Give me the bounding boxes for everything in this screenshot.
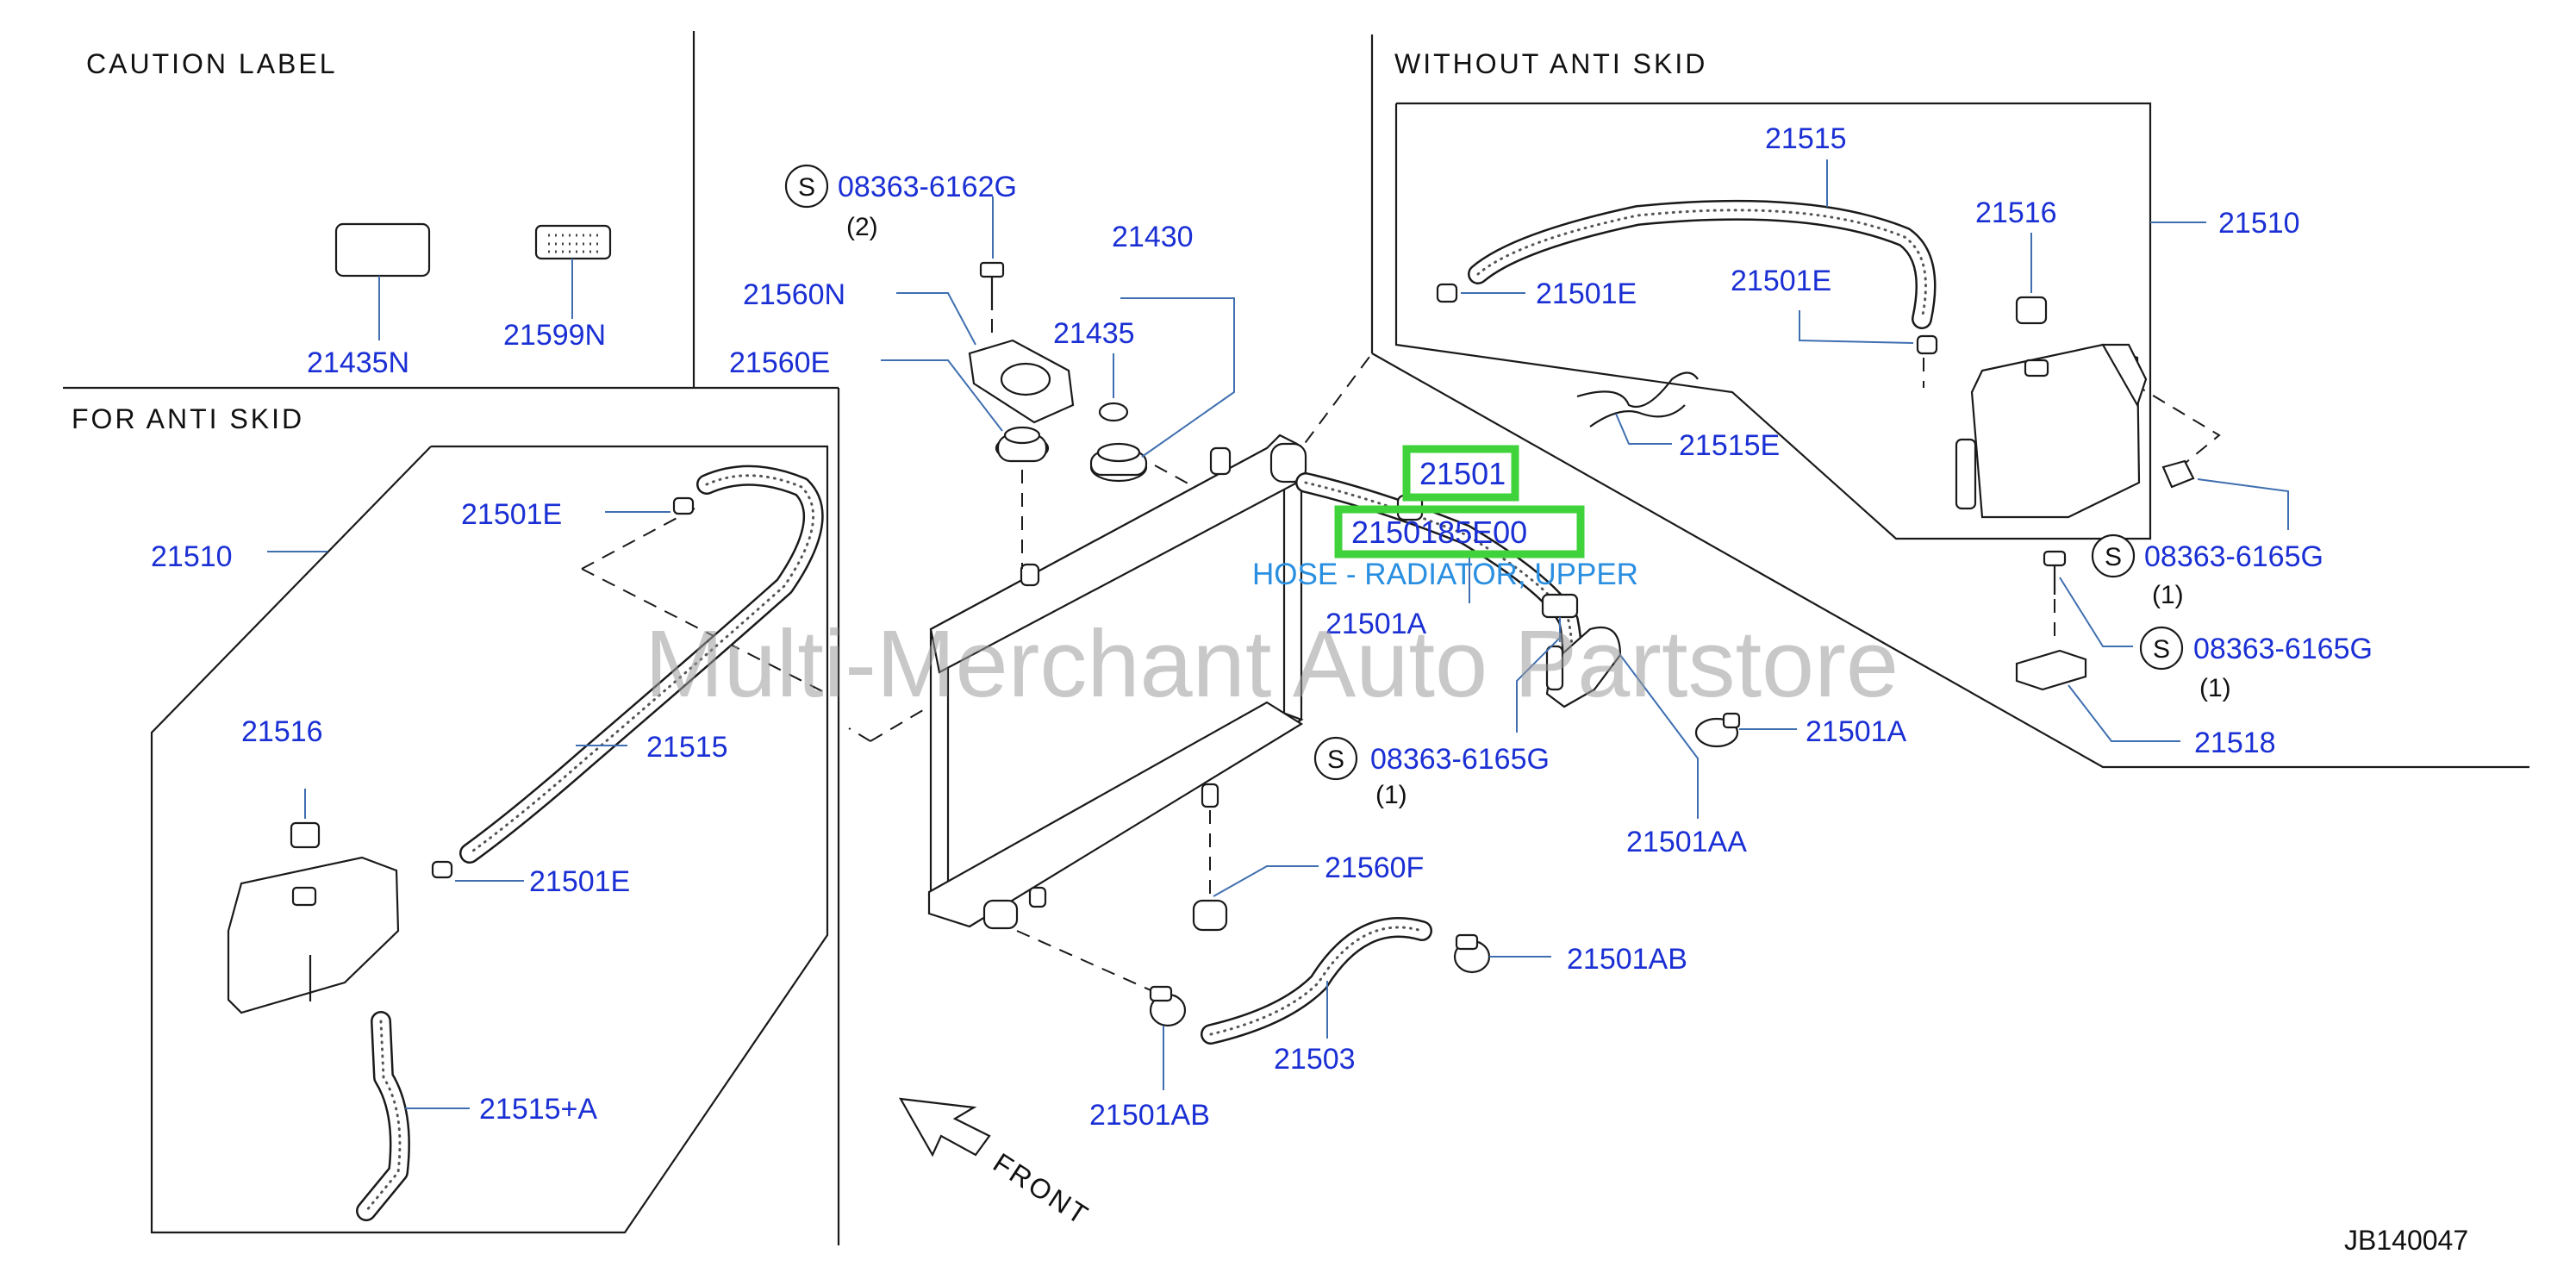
callout-21503: 21503 xyxy=(1274,1043,1356,1076)
diagram-reference: JB140047 xyxy=(2344,1225,2468,1256)
grommet-21560e xyxy=(995,426,1050,569)
front-label: FRONT xyxy=(988,1147,1095,1232)
callout-21501ab-right: 21501AB xyxy=(1567,943,1687,976)
screw-symbol-circle-right2 xyxy=(2139,626,2184,671)
lower-radiator-hose-21503 xyxy=(1016,917,1432,1045)
clamp-21501a-right xyxy=(1694,712,1741,748)
radiator-bottom-tank xyxy=(927,701,1304,928)
callout-21560f: 21560F xyxy=(1325,852,1424,884)
section-label-for-anti-skid: FOR ANTI SKID xyxy=(72,403,304,434)
callout-21515-left: 21515 xyxy=(646,731,728,764)
for-anti-skid-panel xyxy=(150,445,829,1234)
callout-21560e: 21560E xyxy=(729,346,830,379)
screw-symbol-s-1: S xyxy=(798,173,815,202)
highlight-box-part-number xyxy=(1402,445,1519,502)
callout-21516-right: 21516 xyxy=(1975,197,2057,229)
callout-21435n: 21435N xyxy=(307,346,409,379)
callout-08363-6165g-right1: 08363-6165G xyxy=(2144,540,2323,573)
callout-21560n: 21560N xyxy=(743,278,845,311)
grommet-21560f xyxy=(1192,810,1228,932)
screw-symbol-circle-right1 xyxy=(2091,533,2136,578)
callout-21501aa: 21501AA xyxy=(1626,826,1747,858)
clamp-21501ab-bottom xyxy=(1149,985,1187,1027)
clamp-21501e-left-top xyxy=(672,496,695,515)
callout-21501a-upper: 21501A xyxy=(1325,608,1427,640)
clamp-21501e-left-bottom xyxy=(431,860,453,879)
callout-21501e-left-bottom: 21501E xyxy=(529,865,630,898)
callout-21501ab-bottom: 21501AB xyxy=(1089,1099,1210,1132)
radiator-cap-21430 xyxy=(1089,402,1148,483)
screw-symbol-s-4: S xyxy=(2153,635,2170,664)
hose-21515-left xyxy=(459,465,824,864)
caution-label-21435n-shape xyxy=(334,222,431,278)
qty-08363-6165g-right2: (1) xyxy=(2199,674,2231,702)
front-arrow xyxy=(898,1097,991,1157)
hose-21515-right xyxy=(1468,199,1937,329)
callout-21501a-right: 21501A xyxy=(1806,715,1907,748)
screw-symbol-s-2: S xyxy=(1327,746,1344,774)
bracket-21501aa xyxy=(1541,593,1622,708)
callout-21501e-right-b: 21501E xyxy=(1731,265,1831,297)
highlight-box-full-number xyxy=(1334,505,1585,558)
callout-21435: 21435 xyxy=(1053,317,1135,350)
hose-21515e xyxy=(1576,371,1699,427)
callout-08363-6165g-center: 08363-6165G xyxy=(1370,743,1550,776)
callout-21510-left: 21510 xyxy=(151,540,233,573)
radiator-assembly xyxy=(848,353,1373,930)
callout-08363-6165g-right2: 08363-6165G xyxy=(2193,633,2373,665)
callout-21510-right: 21510 xyxy=(2218,207,2300,240)
bracket-21560n xyxy=(968,339,1075,424)
callout-21515e: 21515E xyxy=(1679,429,1780,462)
reservoir-tank-right xyxy=(1955,296,2148,519)
callout-21501e-left-top: 21501E xyxy=(461,498,562,531)
qty-08363-6165g-right1: (1) xyxy=(2152,581,2184,609)
highlight-part-number[interactable]: 21501 xyxy=(1419,456,1506,491)
callout-08363-6162g: 08363-6162G xyxy=(838,171,1017,203)
callout-21599n: 21599N xyxy=(503,319,606,352)
bolt-08363-6162g xyxy=(784,164,1005,340)
seal-21435 xyxy=(1098,402,1129,422)
hose-21515a xyxy=(356,1011,410,1221)
watermark: Multi-Merchant Auto Partstore xyxy=(645,611,1899,717)
screw-symbol-s-3: S xyxy=(2105,543,2122,571)
section-label-caution: CAUTION LABEL xyxy=(86,48,338,79)
clamp-21501e-right-b xyxy=(1916,334,1938,355)
bolt-08363-6165g-right2 xyxy=(2043,550,2067,638)
highlight-full-number[interactable]: 2150185E00 xyxy=(1351,515,1527,550)
highlight-group xyxy=(1334,445,1585,558)
bolt-08363-6165g-right1 xyxy=(2161,459,2195,489)
qty-08363-6165g-center: (1) xyxy=(1375,781,1407,809)
screw-symbol-circle xyxy=(784,164,829,209)
caution-label-21599n-shape xyxy=(534,224,612,260)
panel-borders xyxy=(63,31,2529,1245)
callout-21516-left: 21516 xyxy=(241,715,323,748)
clamp-21501ab-right xyxy=(1453,933,1491,974)
section-label-without-anti-skid: WITHOUT ANTI SKID xyxy=(1394,48,1707,79)
highlight-description: HOSE - RADIATOR, UPPER xyxy=(1252,558,1638,591)
caution-label-parts xyxy=(334,222,612,340)
screw-symbol-circle-center xyxy=(1313,736,1358,781)
callout-21515-right: 21515 xyxy=(1765,122,1847,155)
callout-21430: 21430 xyxy=(1112,221,1194,253)
qty-08363-6162g: (2) xyxy=(846,213,878,241)
callout-21518: 21518 xyxy=(2194,727,2276,759)
bracket-21518 xyxy=(2015,649,2087,691)
clamp-21501e-right-a xyxy=(1436,283,1458,303)
reservoir-tank-left xyxy=(227,821,400,1014)
callout-21515a: 21515+A xyxy=(479,1093,597,1126)
callout-21501e-right-a: 21501E xyxy=(1536,278,1637,310)
without-anti-skid-panel xyxy=(1394,102,2221,540)
